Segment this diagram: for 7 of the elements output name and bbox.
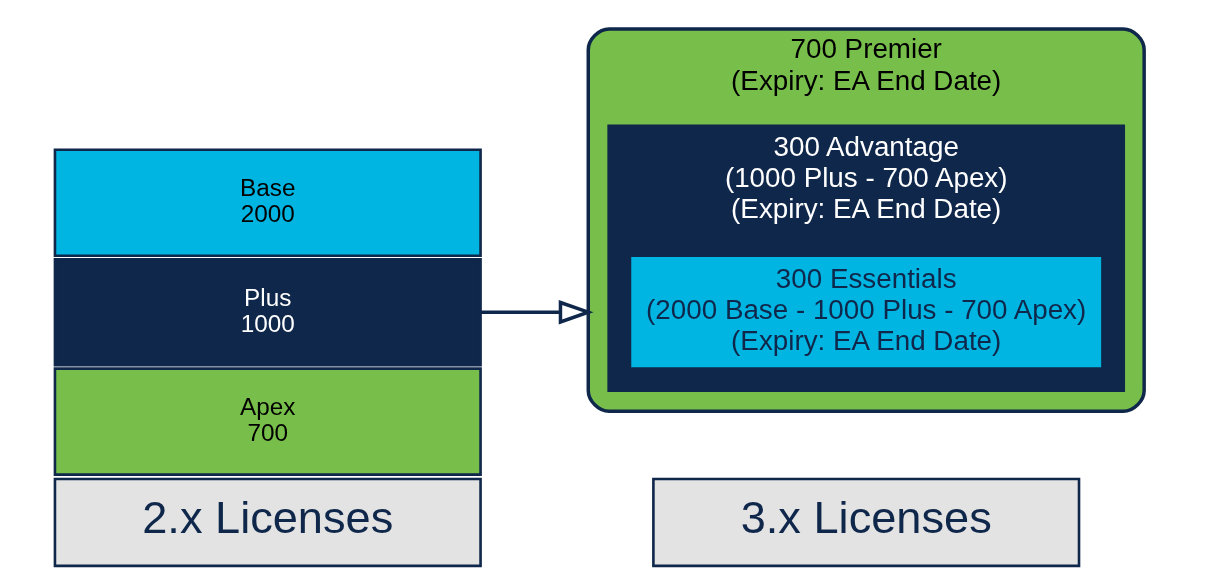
node-box: Base 2000 — [53, 148, 482, 258]
node-box: 300 Essentials (2000 Base - 1000 Plus - 700 Apex) (Expiry: EA End Date) — [628, 254, 1104, 370]
node-box: Plus 1000 — [53, 257, 482, 367]
node-box: Apex 700 — [53, 367, 482, 476]
node-box: 3.x Licenses — [652, 477, 1081, 568]
arrow — [480, 300, 594, 325]
node-box: 2.x Licenses — [53, 477, 482, 568]
